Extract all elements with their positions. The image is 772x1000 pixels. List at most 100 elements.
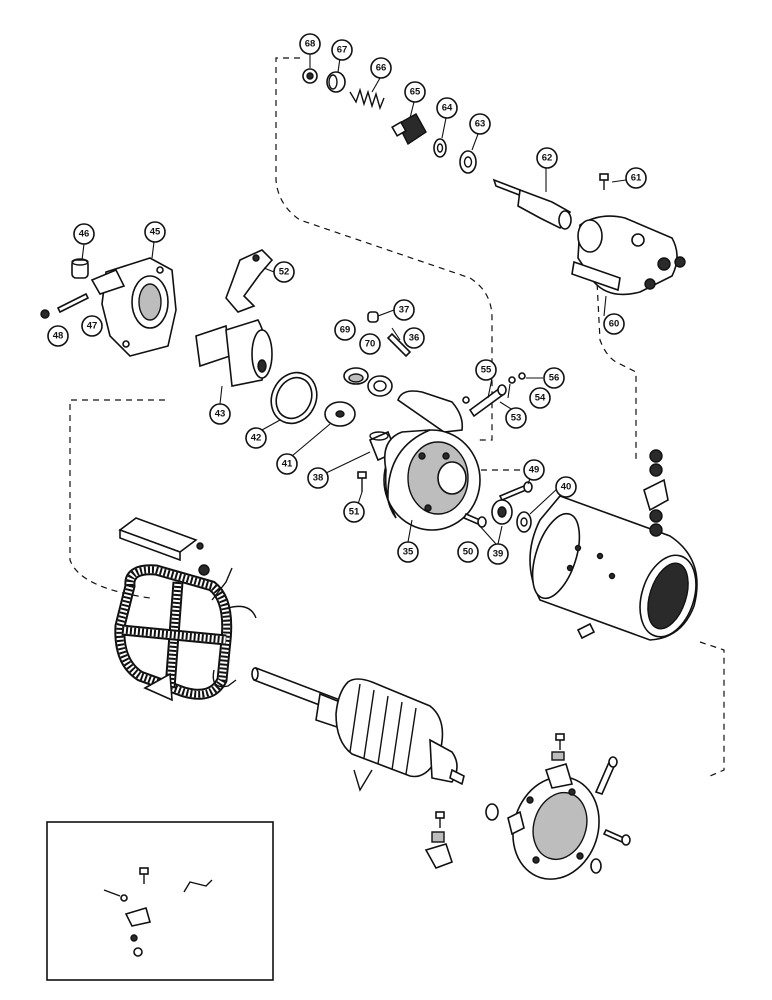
- callout-66: 66: [370, 57, 392, 79]
- svg-text:54: 54: [535, 393, 546, 404]
- svg-text:46: 46: [79, 229, 90, 240]
- svg-text:37: 37: [399, 305, 410, 316]
- callout-50: 50: [457, 541, 479, 563]
- part-plunger-62: [492, 178, 572, 230]
- svg-text:45: 45: [150, 227, 161, 238]
- callout-69: 69: [334, 319, 356, 341]
- part-sleeve-69: [343, 367, 369, 385]
- part-washer-56: [518, 372, 526, 380]
- part-bolt-49: [498, 481, 533, 502]
- callout-51: 51: [343, 501, 365, 523]
- part-terminal-stack: [643, 449, 669, 537]
- svg-text:61: 61: [631, 173, 642, 184]
- callout-45: 45: [144, 221, 166, 243]
- part-drive-pinion-43: [195, 319, 273, 387]
- svg-text:66: 66: [376, 63, 387, 74]
- callout-62: 62: [536, 147, 558, 169]
- svg-text:52: 52: [279, 267, 290, 278]
- svg-text:39: 39: [493, 549, 504, 560]
- part-nut-68: [302, 68, 318, 84]
- part-brush-holder-lower: [424, 811, 454, 869]
- callout-52: 52: [273, 261, 295, 283]
- svg-text:53: 53: [511, 413, 522, 424]
- part-pin-47: [56, 292, 90, 314]
- part-screw-51: [357, 471, 367, 492]
- callout-38: 38: [307, 467, 329, 489]
- svg-text:47: 47: [87, 321, 98, 332]
- callout-55: 55: [475, 359, 497, 381]
- part-bolt-50: [462, 512, 487, 528]
- svg-text:64: 64: [442, 103, 453, 114]
- part-shift-lever-52: [225, 249, 274, 313]
- svg-text:38: 38: [313, 473, 324, 484]
- callout-36: 36: [403, 327, 425, 349]
- svg-text:50: 50: [463, 547, 474, 558]
- callout-35: 35: [397, 541, 419, 563]
- callout-46: 46: [73, 223, 95, 245]
- part-armature: [251, 666, 465, 786]
- part-washer-63: [459, 150, 477, 174]
- callout-60: 60: [603, 313, 625, 335]
- svg-text:56: 56: [549, 373, 560, 384]
- callout-40: 40: [555, 476, 577, 498]
- svg-text:35: 35: [403, 547, 414, 558]
- svg-text:68: 68: [305, 39, 316, 50]
- callout-41: 41: [276, 453, 298, 475]
- callout-68: 68: [299, 33, 321, 55]
- svg-text:49: 49: [529, 465, 540, 476]
- callout-67: 67: [331, 39, 353, 61]
- part-end-plate: [485, 776, 600, 880]
- svg-text:60: 60: [609, 319, 620, 330]
- part-plug-37: [367, 311, 379, 323]
- solenoid-plunger-group: [302, 68, 609, 230]
- triangle-marker: [143, 672, 173, 702]
- part-washer-40: [516, 511, 532, 533]
- inset-detail-box: [46, 821, 274, 981]
- svg-text:41: 41: [282, 459, 293, 470]
- callout-49: 49: [523, 459, 545, 481]
- part-insulator-plate: [118, 517, 204, 562]
- part-field-frame: [529, 495, 698, 641]
- part-bushing-46: [71, 258, 89, 279]
- svg-text:36: 36: [409, 333, 420, 344]
- svg-text:67: 67: [337, 45, 348, 56]
- callout-63: 63: [469, 113, 491, 135]
- part-center-housing-35: [383, 390, 481, 531]
- svg-text:42: 42: [251, 433, 262, 444]
- svg-text:69: 69: [340, 325, 351, 336]
- svg-text:55: 55: [481, 365, 492, 376]
- part-screw-61: [599, 173, 609, 190]
- part-brush-holder-upper: [544, 733, 574, 789]
- callout-65: 65: [404, 81, 426, 103]
- callout-64: 64: [436, 97, 458, 119]
- callout-70: 70: [359, 333, 381, 355]
- callout-37: 37: [393, 299, 415, 321]
- svg-text:62: 62: [542, 153, 553, 164]
- part-shaft-53: [468, 384, 507, 418]
- part-washer-64: [433, 138, 447, 158]
- svg-text:43: 43: [215, 409, 226, 420]
- svg-text:63: 63: [475, 119, 486, 130]
- part-pin-right: [594, 756, 618, 795]
- part-field-coils: [114, 564, 257, 700]
- part-contact-65: [391, 113, 427, 146]
- svg-text:40: 40: [561, 482, 572, 493]
- callout-54: 54: [529, 387, 551, 409]
- callout-42: 42: [245, 427, 267, 449]
- callout-47: 47: [81, 315, 103, 337]
- part-washer-54: [508, 376, 516, 384]
- svg-text:51: 51: [349, 507, 360, 518]
- part-drive-housing-45: [90, 257, 177, 357]
- part-brush-spring: [353, 769, 373, 792]
- part-bearing-39: [491, 499, 513, 525]
- svg-text:65: 65: [410, 87, 421, 98]
- callout-39: 39: [487, 543, 509, 565]
- part-ball-55: [462, 396, 470, 404]
- svg-text:48: 48: [53, 331, 64, 342]
- part-plug-48: [40, 309, 50, 319]
- part-washer-right: [590, 858, 602, 874]
- callout-56: 56: [543, 367, 565, 389]
- callout-48: 48: [47, 325, 69, 347]
- part-washer-70: [367, 375, 393, 397]
